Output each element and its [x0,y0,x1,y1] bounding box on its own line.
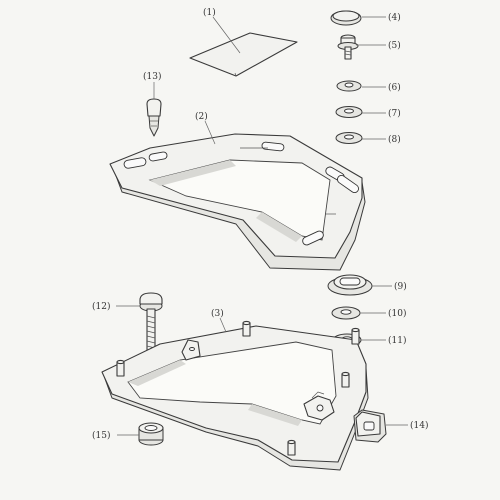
callout-12: (12) [92,301,110,312]
part-8-washer [335,132,363,144]
callout-1: (1) [203,7,216,18]
part-2-upper-bracket [109,133,366,271]
lock-mechanism [303,391,335,421]
part-3-lower-base-plate [101,320,369,471]
part-10-washer [331,306,361,320]
leader-lines [116,16,408,436]
part-5-bolt [337,34,359,60]
latch-tab [181,339,201,361]
callout-9: (9) [394,281,407,292]
part-1-pad-sheet [189,32,298,77]
part-7-washer [335,106,363,118]
callout-8: (8) [388,134,401,145]
callout-labels: (1) (2) (3) (4) (5) (6) (7) (8) (9) (10)… [92,7,428,441]
callout-15: (15) [92,430,110,441]
callout-3: (3) [211,308,224,319]
callout-7: (7) [388,108,401,119]
part-13-pin-fastener [146,98,162,137]
callout-2: (2) [195,111,208,122]
part-6-washer [336,80,362,92]
callout-14: (14) [410,420,428,431]
base-post [287,439,296,456]
base-post [242,320,251,337]
callout-13: (13) [143,71,161,82]
part-14-lock-clip [353,409,387,443]
base-post [341,371,350,388]
callout-4: (4) [388,12,401,23]
base-post [116,359,125,377]
callout-11: (11) [388,335,406,346]
part-9-grommet [327,274,373,296]
callout-10: (10) [388,308,406,319]
callout-5: (5) [388,40,401,51]
part-15-bushing [138,422,164,446]
part-4-oval-cap [330,10,362,26]
base-post [351,327,360,345]
callout-6: (6) [388,82,401,93]
